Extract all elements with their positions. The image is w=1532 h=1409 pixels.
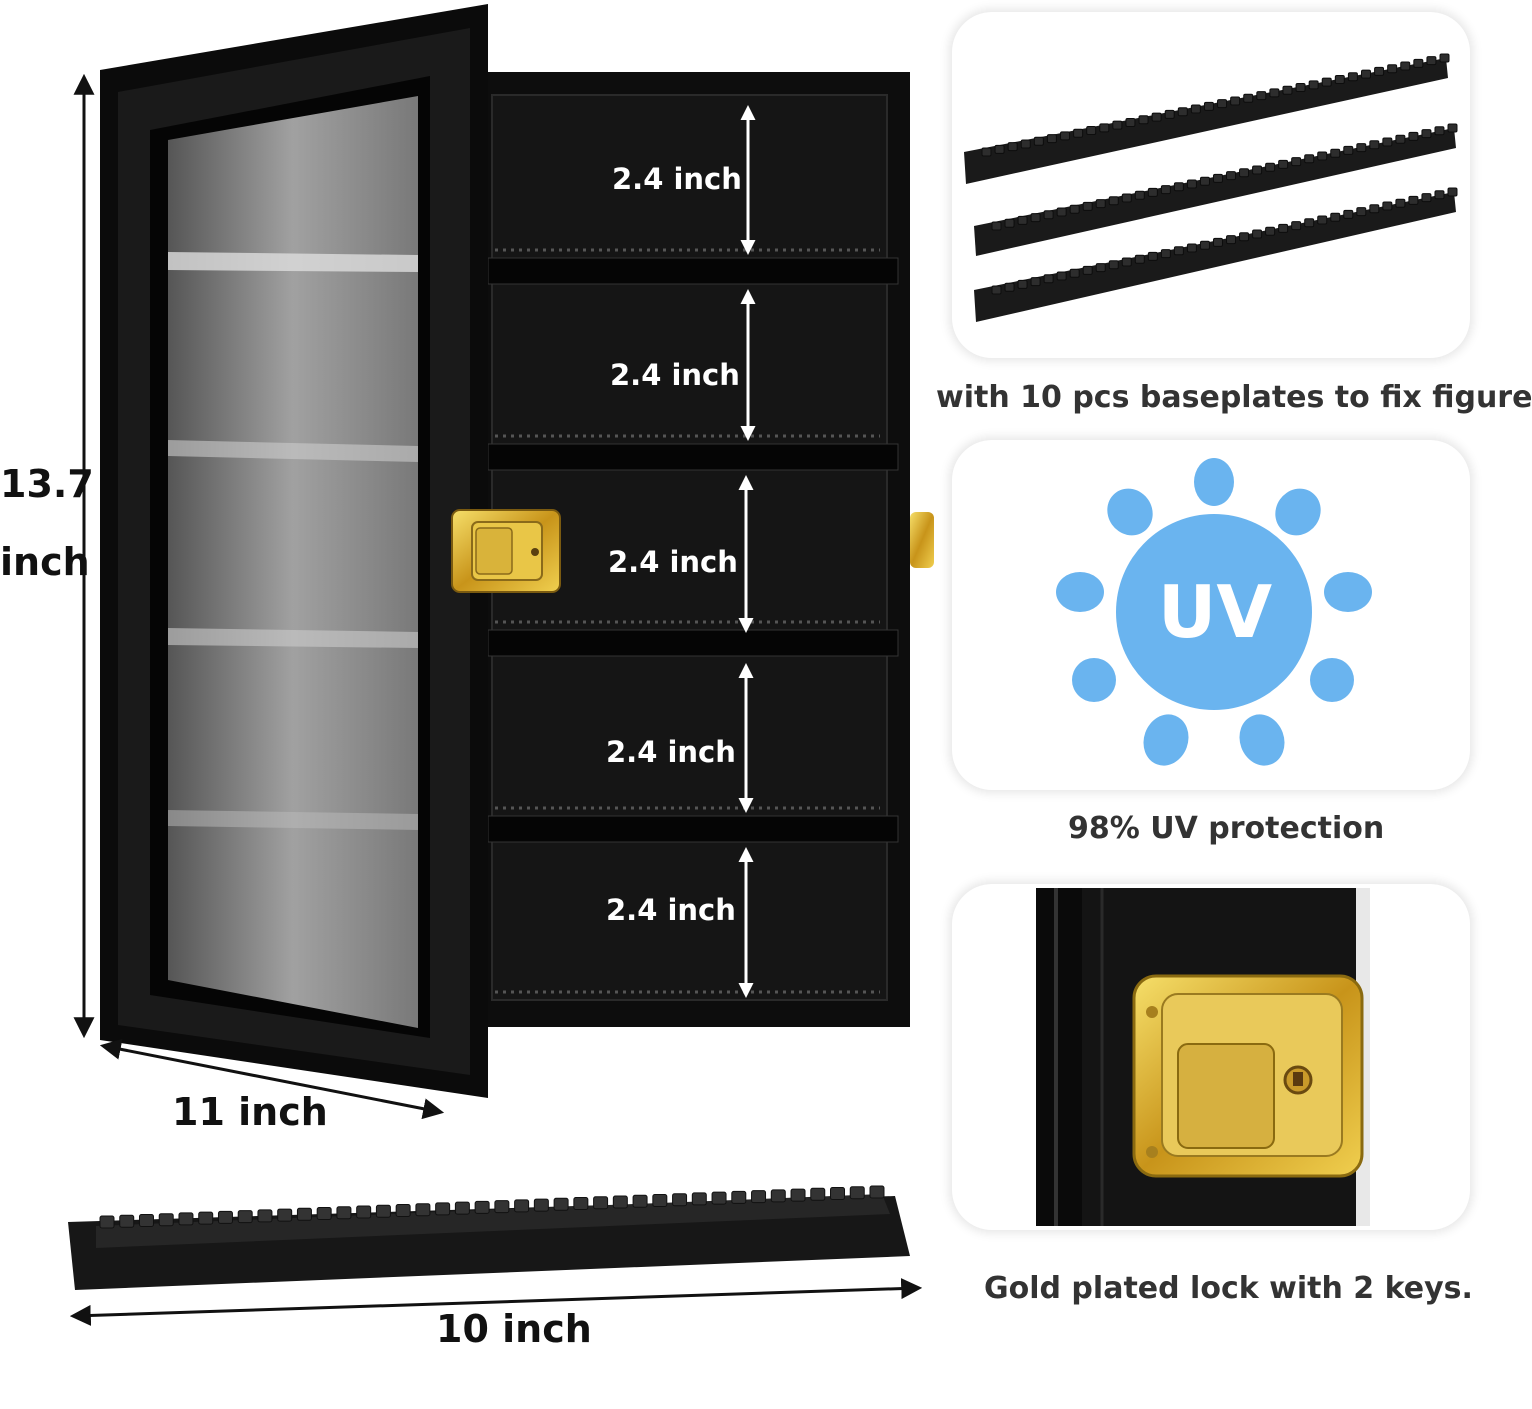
shelf-1-height: 2.4 inch bbox=[612, 162, 742, 196]
length-arrow bbox=[69, 1278, 923, 1326]
baseplates-image bbox=[964, 53, 1458, 322]
baseplate-length-label: 10 inch bbox=[436, 1307, 592, 1351]
shelf-2-height: 2.4 inch bbox=[610, 358, 740, 392]
height-label: 13.7 inch bbox=[0, 462, 94, 584]
shelf-3-height: 2.4 inch bbox=[608, 545, 738, 579]
baseplates-panel bbox=[952, 12, 1470, 358]
uv-sun-icon bbox=[1056, 458, 1372, 766]
shelf-height-arrows bbox=[738, 105, 756, 998]
uv-caption: 98% UV protection bbox=[1068, 811, 1385, 846]
shelf-4-height: 2.4 inch bbox=[606, 735, 736, 769]
gold-lock bbox=[1132, 974, 1364, 1178]
uv-panel: UV bbox=[952, 440, 1470, 790]
shelf-5-height: 2.4 inch bbox=[606, 893, 736, 927]
front-lock bbox=[451, 509, 561, 593]
width-label: 11 inch bbox=[172, 1090, 328, 1134]
width-arrow bbox=[99, 1038, 445, 1120]
side-latch bbox=[910, 512, 934, 568]
cabinet-illustration bbox=[68, 4, 934, 1326]
lock-image bbox=[1036, 888, 1370, 1226]
lock-caption: Gold plated lock with 2 keys. bbox=[984, 1271, 1473, 1306]
uv-badge-text: UV bbox=[1157, 570, 1273, 654]
baseplates-caption: with 10 pcs baseplates to fix figure bbox=[936, 380, 1532, 415]
cabinet-shelves bbox=[487, 248, 899, 994]
glass-panel bbox=[168, 96, 418, 1028]
baseplate-large bbox=[68, 1185, 910, 1290]
lock-panel bbox=[952, 884, 1470, 1230]
